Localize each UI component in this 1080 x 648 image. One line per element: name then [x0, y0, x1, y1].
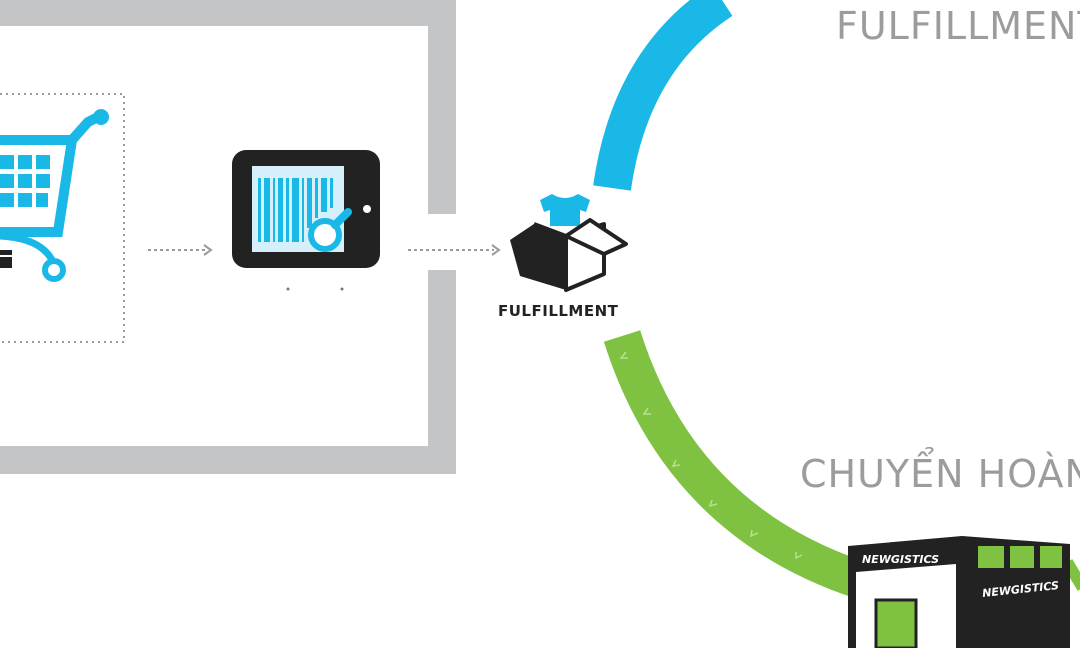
return-heading: CHUYỂN HOÀN	[800, 452, 1080, 496]
fulfillment-heading: FULFILLMENT	[836, 4, 1080, 48]
dotted-arrow-icon	[148, 244, 213, 256]
warehouse-sign-front: NEWGISTICS	[862, 553, 940, 566]
gray-frame	[0, 0, 456, 474]
fulfillment-box-label: FULFILLMENT	[498, 302, 619, 320]
box-with-shirt-icon	[510, 194, 628, 292]
cart-dotted-frame	[0, 93, 125, 343]
shopping-cart-icon	[0, 109, 109, 282]
dotted-arrow-icon	[408, 244, 501, 256]
fulfillment-flow-arc	[593, 0, 733, 191]
return-flow-arrow-marks	[619, 351, 803, 560]
warehouse-icon	[848, 536, 1070, 648]
return-flow-arc	[603, 330, 867, 599]
tablet-barcode-scanner-icon	[232, 150, 380, 291]
